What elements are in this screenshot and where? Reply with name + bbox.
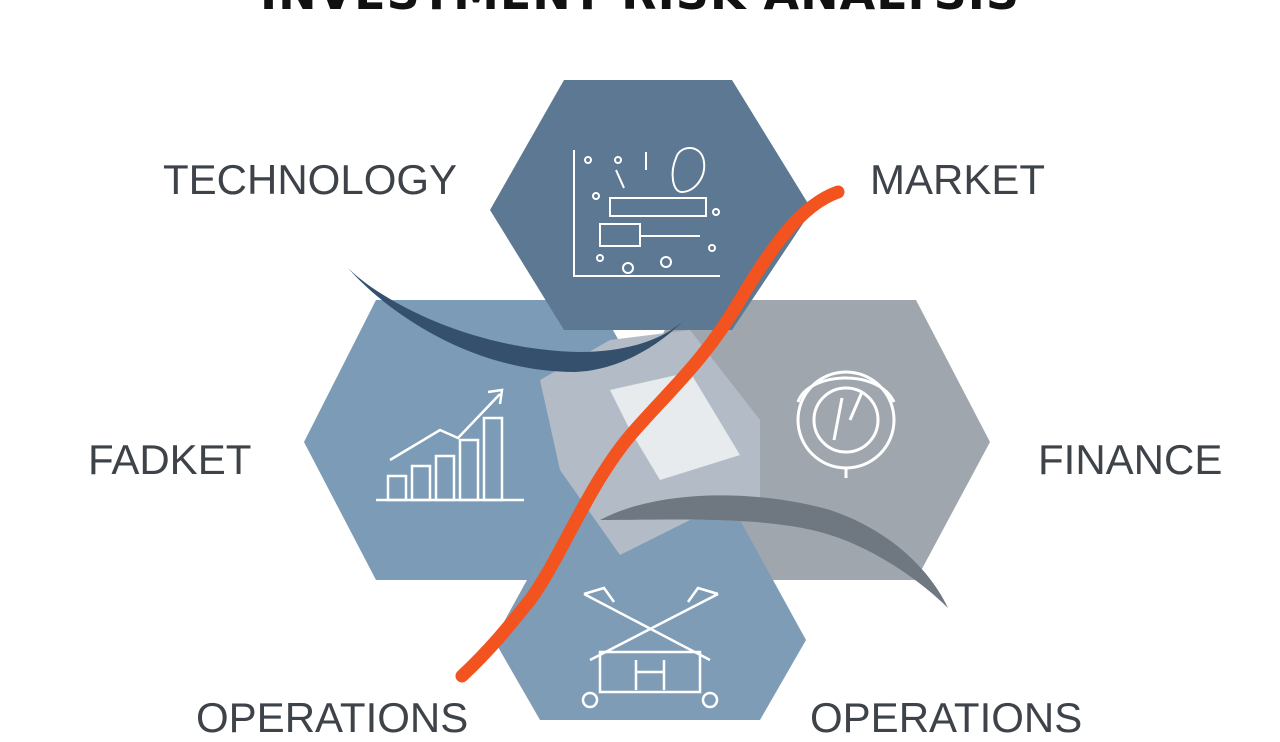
- hexagon-bottom: [494, 520, 806, 720]
- center-facet-light: [610, 372, 740, 480]
- label-technology: TECHNOLOGY: [163, 156, 458, 203]
- label-operations-right: OPERATIONS: [810, 694, 1083, 741]
- risk-hexagon-diagram: [304, 80, 990, 720]
- accent-line: [455, 185, 845, 683]
- label-market-left: FADKET: [88, 436, 252, 483]
- target-icon: [796, 370, 896, 478]
- hexagon-top: [490, 80, 812, 330]
- label-operations-left: OPERATIONS: [196, 694, 469, 741]
- label-market: MARKET: [870, 156, 1046, 203]
- gray-swoosh: [600, 495, 948, 608]
- tools-cart-icon: [581, 586, 719, 709]
- analytics-board-icon: [573, 147, 720, 277]
- growth-chart-icon: [376, 388, 524, 502]
- dark-swoosh: [348, 268, 684, 372]
- label-finance: FINANCE: [1038, 436, 1223, 483]
- diagram-title: INVESTMENT RISK ANALYSIS: [0, 0, 1280, 20]
